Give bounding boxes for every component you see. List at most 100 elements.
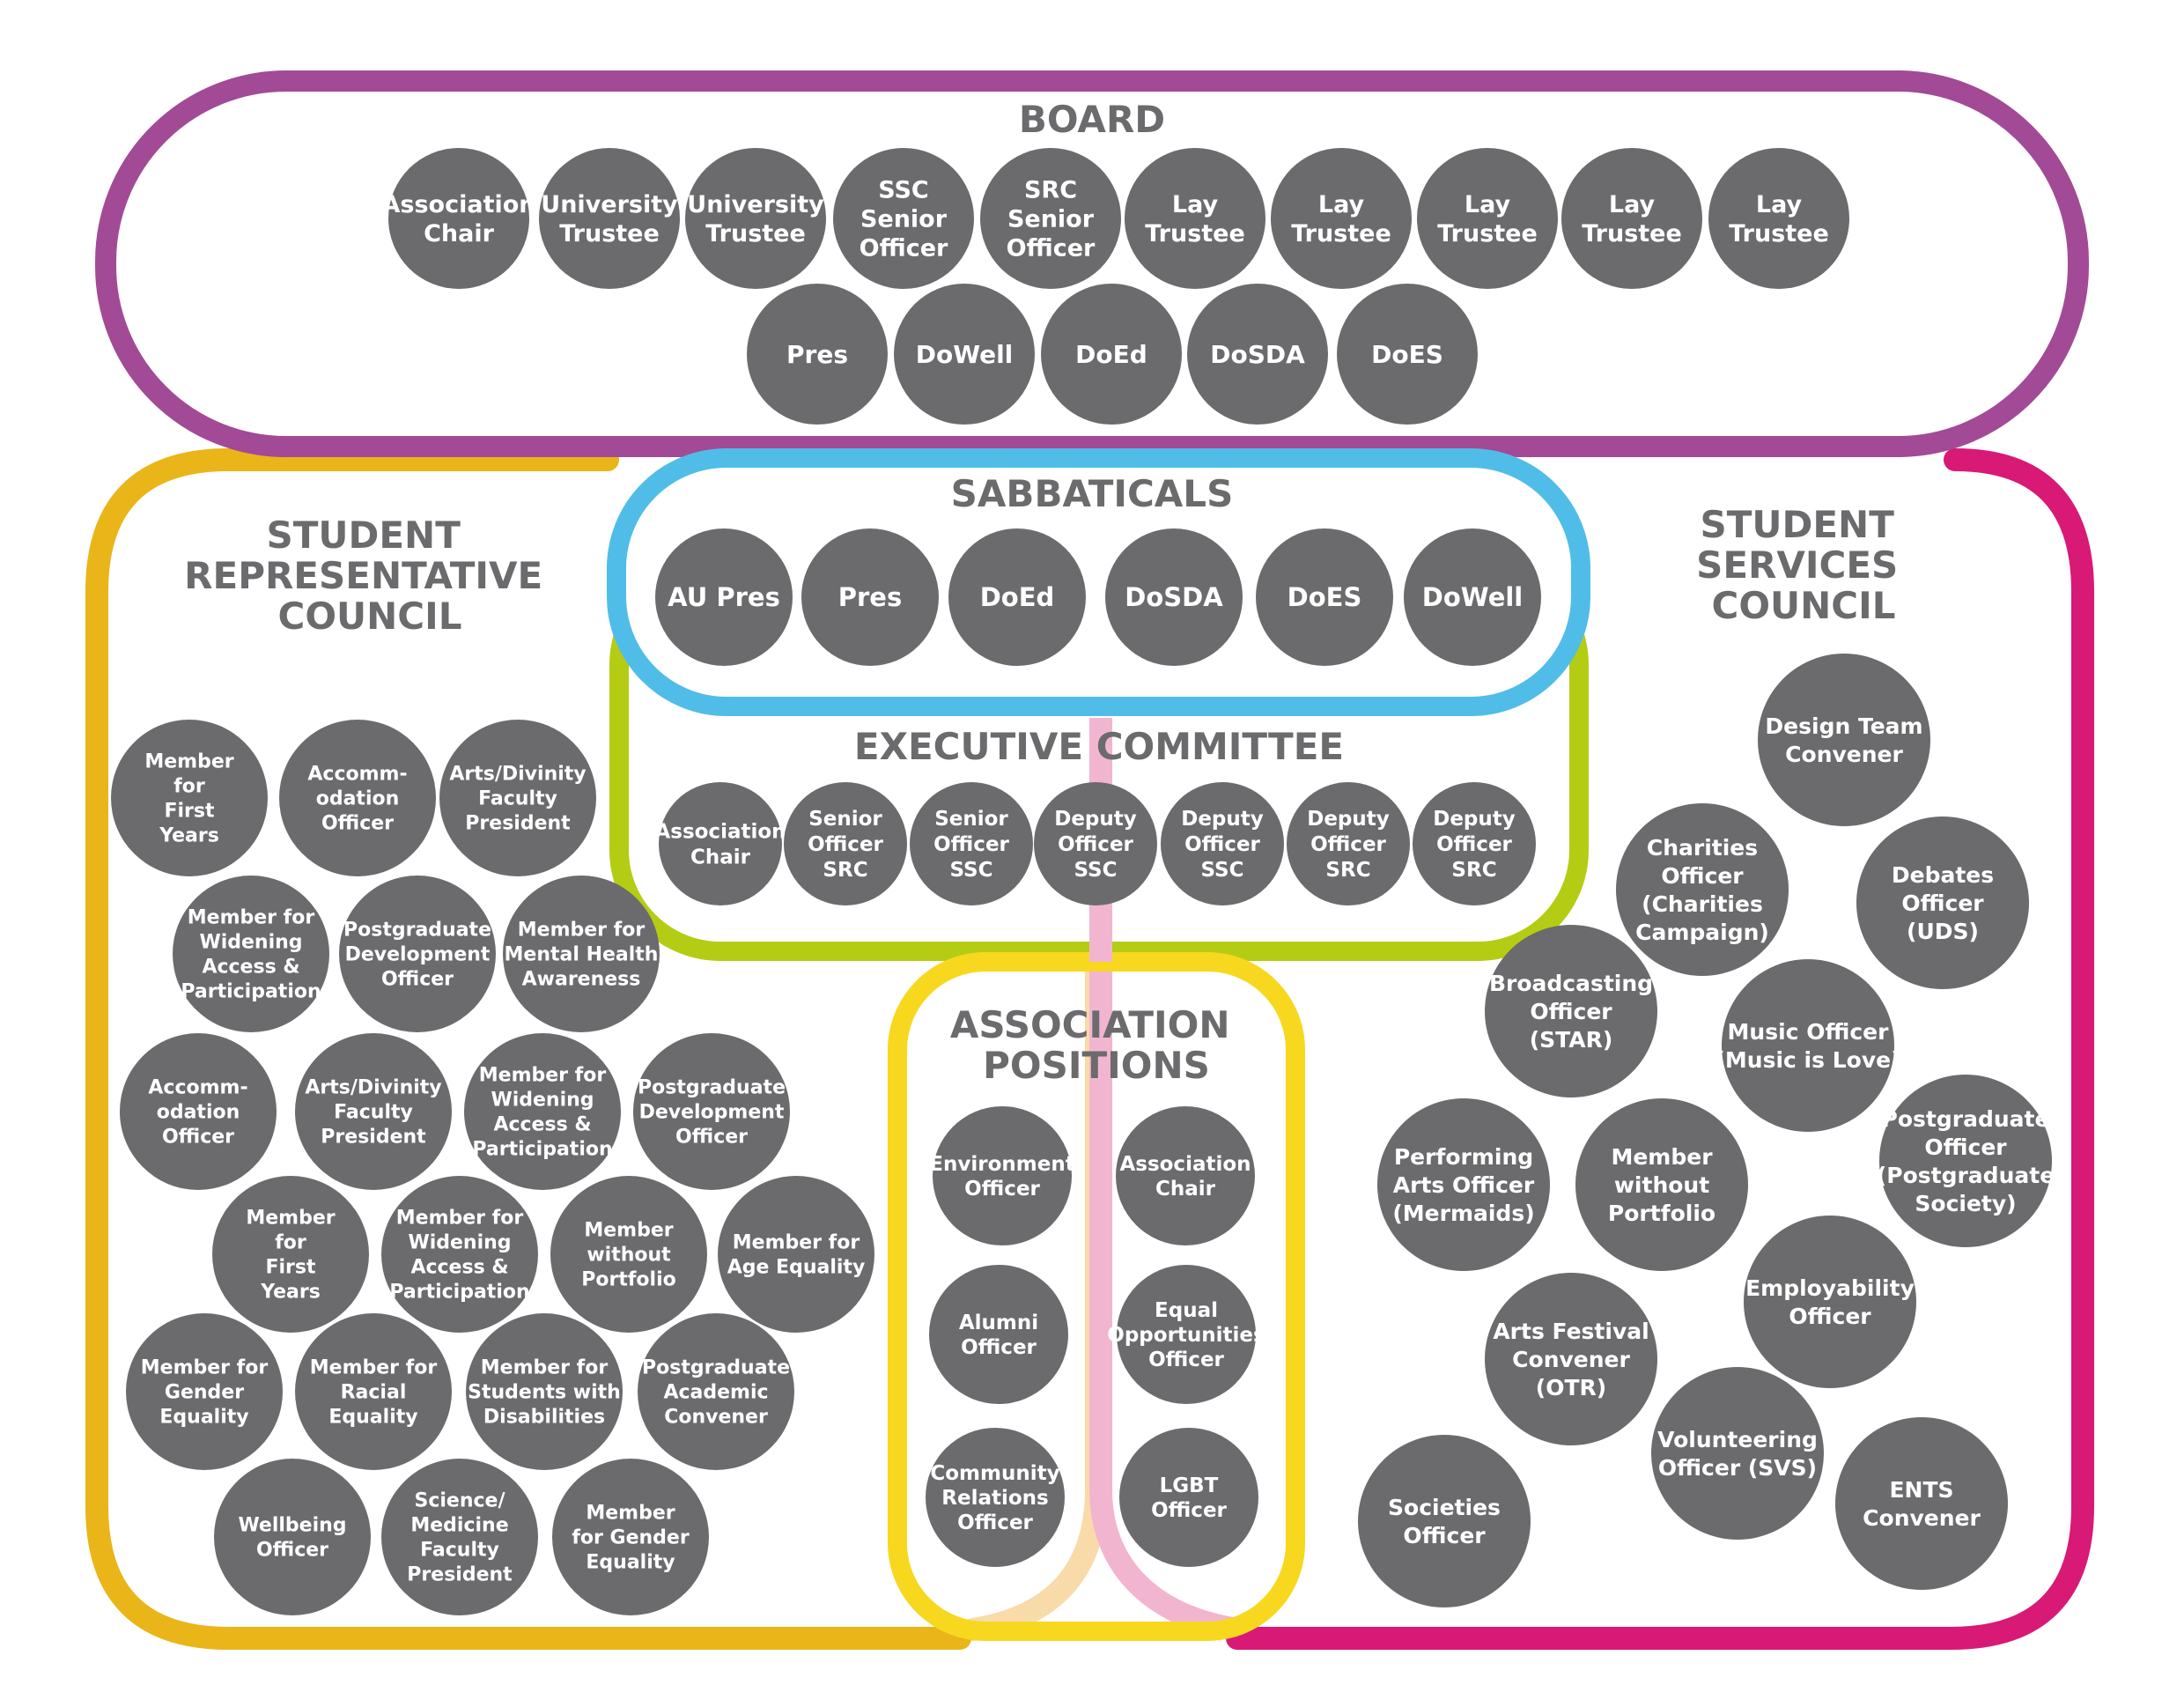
association-right-member-circle [1117, 1265, 1256, 1404]
src-member-label-line: Racial [341, 1382, 407, 1404]
src-member-label-line: Access & [493, 1114, 591, 1136]
ssc-member-label-line: Societies [1388, 1495, 1501, 1520]
src-member-label-line: Member for [481, 1357, 609, 1379]
ssc-member-label-line: Arts Officer [1393, 1172, 1535, 1198]
src-member-label-line: Member for [310, 1357, 438, 1379]
src-member-circle [295, 1033, 452, 1190]
association-right-member-circle [1116, 1106, 1255, 1245]
sabbatical-member-label: AU Pres [668, 582, 780, 612]
association-right-member-label-line: Officer [1148, 1349, 1224, 1371]
board-row1-member-label-line: Trustee [559, 220, 660, 248]
ssc-member-label-line: Convener [1785, 742, 1903, 767]
board-row1-member-label-line: Lay [1172, 191, 1219, 218]
sabbatical-member-label: DoES [1288, 582, 1362, 612]
src-member-label-line: Postgraduate [343, 920, 491, 942]
ssc-member-circle [1358, 1435, 1531, 1607]
ssc-member-circle [1722, 959, 1894, 1132]
ssc-member-label-line: Officer [1403, 1523, 1486, 1548]
executive-member-label-line: SRC [1451, 859, 1496, 882]
src-member-circle [381, 1176, 538, 1333]
sabbatical-member-3: DoEd [948, 528, 1086, 666]
src-member-label-line: Access & [410, 1257, 508, 1279]
association-left-member-circle [926, 1428, 1065, 1567]
association-left-member-label-line: Officer [957, 1511, 1033, 1534]
src-member-label-line: Widening [408, 1232, 511, 1254]
src-member-label-line: Arts/Divinity [449, 764, 586, 786]
src-member-label-line: without [587, 1245, 671, 1267]
ssc-member-label-line: (OTR) [1536, 1375, 1606, 1400]
executive-member-circle [1034, 782, 1157, 905]
src-member-label-line: Equality [586, 1552, 675, 1574]
sabbatical-member-circle [1105, 528, 1243, 666]
src-member-label-line: President [321, 1127, 426, 1149]
src-member-circle [718, 1176, 874, 1333]
ssc-member-label-line: Member [1611, 1144, 1713, 1170]
ssc-member-label-line: Performing [1394, 1144, 1533, 1170]
board-row1-member-label-line: Senior [860, 205, 948, 233]
sabbatical-member-1: AU Pres [655, 528, 793, 666]
board-row2-member-3: DoEd [1041, 284, 1182, 425]
src-member-label-line: Member for [733, 1232, 860, 1254]
board-row1-member-label-line: Association [382, 191, 536, 218]
association-left-member-circle [933, 1106, 1072, 1245]
board-row2-member-label-line: DoWell [916, 340, 1014, 369]
ssc-member-label-line: Debates [1892, 862, 1994, 888]
executive-committee-title: EXECUTIVE COMMITTEE [854, 725, 1344, 768]
board-row1-member-label-line: SSC [878, 176, 929, 203]
ssc-member-circle [1651, 1367, 1824, 1540]
executive-member-label-line: Officer [933, 833, 1009, 856]
ssc-member-label: Music Officer(Music is Love) [1715, 1019, 1900, 1073]
src-member-circle [295, 1313, 452, 1470]
src-member-label-line: Officer [162, 1127, 234, 1149]
board-row2-member-circle [1187, 284, 1328, 425]
src-member-label-line: Faculty [334, 1102, 413, 1124]
board-row1-member-label-line: University [687, 191, 824, 218]
ssc-member-circle [1485, 925, 1657, 1097]
src-member-label-line: Member for [518, 920, 646, 942]
src-member-label-line: Widening [199, 932, 302, 954]
src-member-label-line: Participation [472, 1139, 612, 1161]
ssc-member-circle [1616, 803, 1789, 976]
board-row1-member-circle [1417, 148, 1558, 289]
ssc-member-label-line: Postgraduate [1882, 1106, 2050, 1132]
sabbatical-member-label-line: DoWell [1422, 582, 1524, 612]
ssc-title-line-3: COUNCIL [1712, 584, 1896, 627]
executive-member-label-line: SSC [1074, 859, 1118, 882]
board-row1-member-label-line: University [541, 191, 678, 218]
board-row1-member-label-line: Trustee [1291, 220, 1391, 248]
src-title-line-3: COUNCIL [278, 595, 462, 638]
association-left-member-label-line: Community [930, 1462, 1059, 1485]
ssc-member-label-line: Arts Festival [1493, 1319, 1649, 1344]
src-member-circle [550, 1176, 707, 1333]
src-member-circle [633, 1033, 790, 1190]
src-member-label-line: President [465, 813, 571, 835]
src-member-circle [381, 1459, 538, 1615]
association-right-member-label-line: Opportunities [1107, 1324, 1265, 1347]
ssc-member-5: Music Officer(Music is Love) [1715, 959, 1901, 1132]
